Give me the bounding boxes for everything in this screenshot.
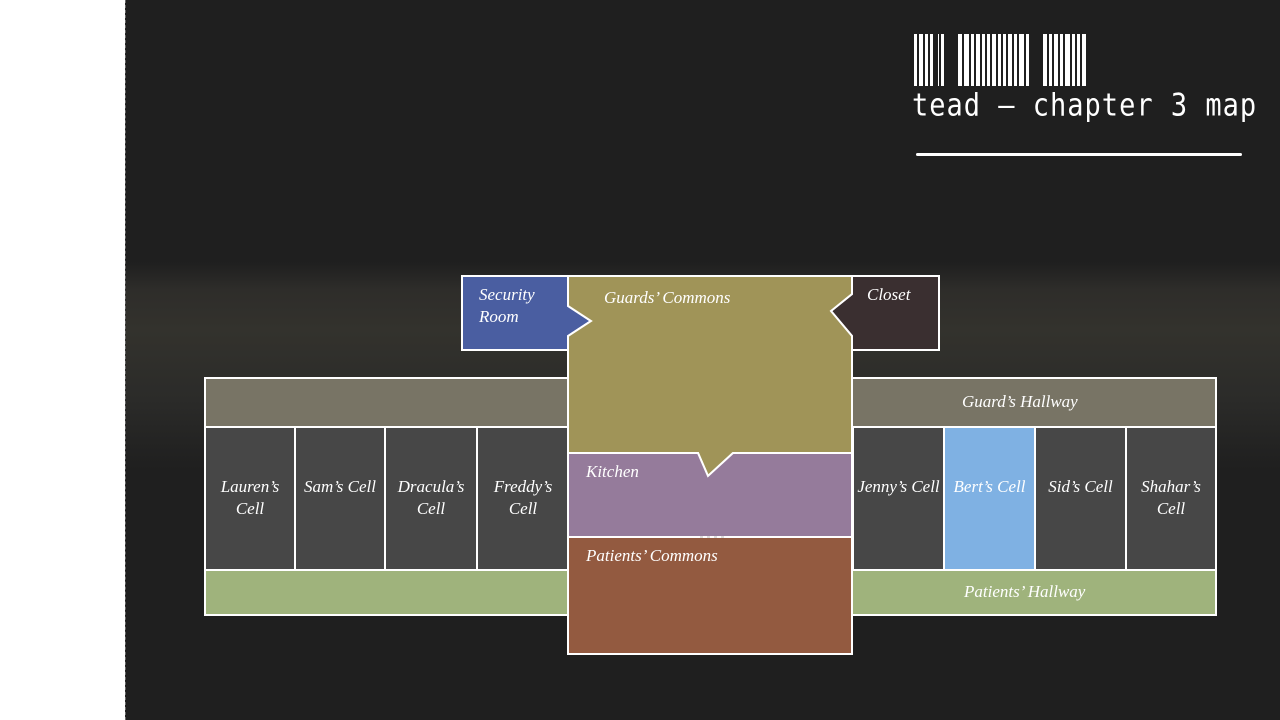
barcode-bar [1077, 34, 1080, 86]
guards-hallway-label: Guard’s Hallway [962, 392, 1078, 411]
patients-commons [567, 536, 853, 655]
map-title: tead – chapter 3 map [912, 88, 1258, 124]
cell-lauren: Lauren’s Cell [204, 426, 296, 571]
barcode-bar [938, 34, 939, 86]
barcode-bar [1008, 34, 1012, 86]
barcode-bar [1065, 34, 1070, 86]
closet-label: Closet [867, 285, 911, 304]
cell-label: Sid’s Cell [1048, 477, 1113, 496]
cell-label: Bert’s Cell [953, 477, 1026, 496]
title-underline [916, 153, 1242, 156]
barcode-bar [1026, 34, 1029, 86]
barcode-bar [982, 34, 985, 86]
barcode-bar [1049, 34, 1052, 86]
cell-label: Lauren’s Cell [220, 477, 280, 518]
barcode-bar [992, 34, 996, 86]
cell-shahar: Shahar’s Cell [1125, 426, 1217, 571]
barcode-bar [1082, 34, 1086, 86]
cell-label: Sam’s Cell [304, 477, 376, 496]
barcode-bar [914, 34, 917, 86]
barcode-bar [930, 34, 933, 86]
door-markers [238, 426, 1185, 571]
barcode-bar [1060, 34, 1063, 86]
barcode-graphic [914, 34, 1086, 86]
barcode-bar [971, 34, 974, 86]
barcode-bar [1019, 34, 1024, 86]
barcode-bar [919, 34, 923, 86]
patients-commons-label: Patients’ Commons [586, 546, 718, 565]
barcode-bar [976, 34, 980, 86]
kitchen-label: Kitchen [586, 462, 639, 481]
barcode-bar [1054, 34, 1058, 86]
barcode-bar [925, 34, 928, 86]
cell-freddy: Freddy’s Cell [476, 426, 570, 571]
guards-commons-label: Guards’ Commons [604, 288, 731, 307]
barcode-bar [964, 34, 969, 86]
barcode-bar [998, 34, 1001, 86]
cell-label: Dracula’s Cell [397, 477, 465, 518]
barcode-bar [987, 34, 990, 86]
cell-label: Shahar’s Cell [1141, 477, 1201, 518]
security-room-label: Security Room [479, 285, 535, 326]
barcode-bar [1003, 34, 1006, 86]
cell-bert: Bert’s Cell [943, 426, 1036, 571]
cell-label: Freddy’s Cell [493, 477, 553, 518]
barcode-bar [941, 34, 944, 86]
patients-hallway-label: Patients’ Hallway [964, 582, 1086, 601]
barcode-bar [1072, 34, 1075, 86]
barcode-bar [1014, 34, 1017, 86]
barcode-bar [958, 34, 962, 86]
barcode-bar [1043, 34, 1047, 86]
cell-label: Jenny’s Cell [857, 477, 940, 496]
